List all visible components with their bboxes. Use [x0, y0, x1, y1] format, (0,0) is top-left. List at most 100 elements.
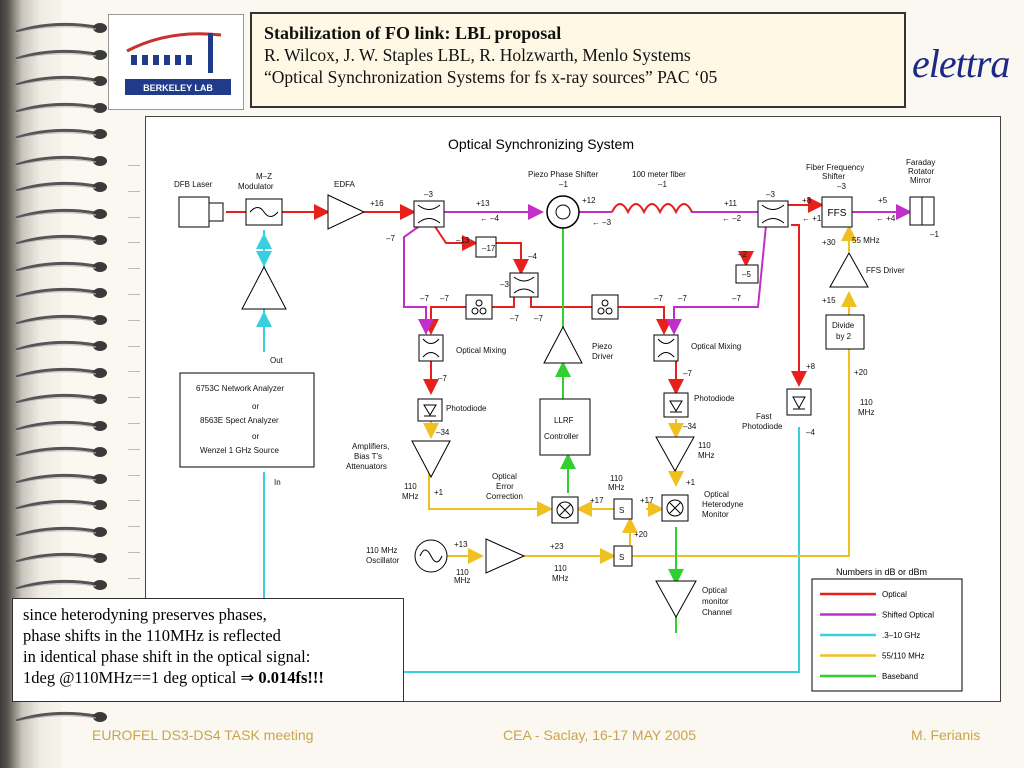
label-m4b: –4 [528, 252, 537, 261]
label-na2: or [252, 402, 259, 411]
label-pd2: Photodiode [694, 394, 735, 403]
label-mhz110h: MHz [608, 483, 624, 492]
label-edfa: EDFA [334, 180, 356, 189]
label-p15: +15 [822, 296, 836, 305]
label-frm2: Rotator [908, 167, 935, 176]
label-p16: +16 [370, 199, 384, 208]
binder-ring [12, 261, 108, 275]
label-m7b: –7 [420, 294, 429, 303]
binder-ring [12, 552, 108, 566]
margin-dash [128, 242, 140, 244]
splitter-2 [613, 545, 633, 567]
label-frm_v: –1 [930, 230, 939, 239]
label-mz1: M–Z [256, 172, 272, 181]
label-p23: +23 [550, 542, 564, 551]
divide-by-2 [825, 314, 865, 350]
label-p13: +13 [476, 199, 490, 208]
amplifier-chain-2 [655, 436, 695, 473]
label-mz2: Modulator [238, 182, 274, 191]
label-m7c: –7 [440, 294, 449, 303]
label-p1: ← +1 [802, 214, 822, 223]
footer-author: M. Ferianis [911, 727, 981, 743]
note-line-4: 1deg @110MHz==1 deg optical [23, 668, 241, 687]
binder-ring [12, 393, 108, 407]
label-m13: –13 [456, 236, 470, 245]
label-m3c: –3 [766, 190, 775, 199]
label-osc1: 110 MHz [366, 546, 397, 555]
margin-dash [128, 552, 140, 553]
label-amp2: Bias T's [354, 452, 382, 461]
binder-ring [12, 287, 108, 301]
note-line-2: phase shifts in the 110MHz is reflected [23, 626, 281, 645]
llrf-controller [539, 398, 591, 456]
label-p5: +5 [878, 196, 888, 205]
label-m4: ← –4 [480, 214, 500, 223]
label-m34a: –34 [436, 428, 450, 437]
label-p17b: +17 [640, 496, 654, 505]
dfb-laser [178, 196, 224, 228]
footer-meeting: EUROFEL DS3-DS4 TASK meeting [92, 727, 314, 743]
label-m7a: –7 [386, 234, 395, 243]
label-llrf2: Controller [544, 432, 579, 441]
label-ffs2: Shifter [822, 172, 845, 181]
legend-label: Optical [882, 590, 907, 599]
margin-dash [128, 500, 140, 502]
label-m7j: –7 [683, 369, 692, 378]
network-analyzer [179, 372, 315, 468]
label-na1: 6753C Network Analyzer [196, 384, 284, 393]
label-m3a: –3 [424, 190, 433, 199]
faraday-rotator-mirror [909, 196, 935, 226]
label-ohm3: Monitor [702, 510, 729, 519]
label-m7e: –7 [534, 314, 543, 323]
label-out: Out [270, 356, 284, 365]
label-llrf1: LLRF [554, 416, 574, 425]
label-optmix2: Optical Mixing [691, 342, 741, 351]
label-frm1: Faraday [906, 158, 935, 167]
legend-title: Numbers in dB or dBm [836, 567, 927, 577]
label-ffs1: Fiber Frequency [806, 163, 864, 172]
edfa-amplifier [327, 194, 366, 230]
binder-ring [12, 234, 108, 248]
label-p11: +11 [724, 199, 738, 208]
legend-label: .3–10 GHz [882, 631, 920, 640]
attenuator-5 [735, 264, 759, 284]
label-div1: Divide [832, 321, 855, 330]
label-in: In [274, 478, 281, 487]
label-oec3: Correction [486, 492, 523, 501]
amplifier-chain-1 [411, 440, 451, 479]
label-pps: Piezo Phase Shifter [528, 170, 599, 179]
label-p12: +12 [582, 196, 596, 205]
label-p17a: +17 [590, 496, 604, 505]
margin-dash [128, 268, 140, 270]
label-mhz110e: 110 [404, 482, 417, 491]
binder-ring [12, 367, 108, 381]
label-p13b: +13 [454, 540, 468, 549]
margin-dash [128, 216, 140, 218]
label-osc2: Oscillator [366, 556, 400, 565]
label-fpd1: Fast [756, 412, 772, 421]
attenuator-17 [475, 236, 497, 258]
label-na3: 8563E Spect Analyzer [200, 416, 279, 425]
binder-ring [12, 75, 108, 89]
optical-mixer-1 [418, 334, 444, 362]
berkeley-lab-logo: BERKELEY LAB [108, 14, 244, 110]
label-pd1: Photodiode [446, 404, 487, 413]
label-m3b: ← –3 [592, 218, 612, 227]
label-piezo1: Piezo [592, 342, 613, 351]
label-m7h: –7 [732, 294, 741, 303]
legend-label: Baseband [882, 672, 918, 681]
binder-ring [12, 128, 108, 142]
mixer-2 [661, 494, 689, 522]
margin-dash [128, 190, 140, 192]
label-m3d: –3 [500, 280, 509, 289]
photodiode-1 [417, 398, 443, 422]
label-m2: ← –2 [722, 214, 742, 223]
label-mhz110c: 110 [698, 441, 711, 450]
margin-dash [128, 526, 140, 528]
binder-ring [12, 711, 108, 725]
legend-label: 55/110 MHz [882, 652, 925, 661]
label-mhz110l: MHz [552, 574, 568, 583]
label-m7f: –7 [654, 294, 663, 303]
binder-ring [12, 473, 108, 487]
label-na4: or [252, 432, 259, 441]
